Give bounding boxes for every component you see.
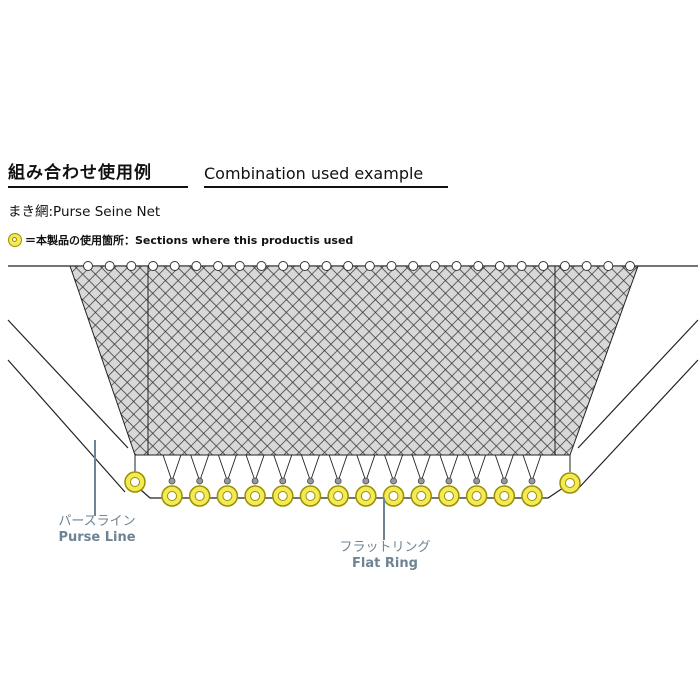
ring-hanger: [245, 454, 265, 483]
corner-ring-left: [124, 455, 146, 493]
hanger-knot: [279, 477, 287, 485]
flat-ring: [355, 485, 377, 507]
hanger-knot: [528, 477, 536, 485]
float: [83, 261, 93, 271]
ring-hanger: [301, 454, 320, 483]
ring-hanger: [328, 454, 348, 483]
flat-ring: [410, 485, 432, 507]
float: [148, 261, 159, 271]
right-outer-line: [574, 319, 699, 493]
float: [429, 261, 440, 271]
heading-jp: 組み合わせ使用例: [8, 158, 188, 188]
float: [321, 261, 332, 271]
ring-hangers: [162, 454, 542, 485]
float: [126, 261, 137, 271]
float: [343, 261, 354, 271]
flat-ring: [465, 485, 488, 507]
heading-en: Combination used example: [204, 164, 448, 188]
float: [104, 261, 115, 271]
floats: [83, 261, 635, 271]
hanger-knot: [168, 477, 176, 485]
flat-ring: [521, 485, 543, 507]
float: [278, 261, 289, 271]
ring-hanger: [217, 454, 237, 483]
float: [603, 261, 614, 271]
ring-hanger: [273, 454, 293, 483]
flat-rings: [161, 485, 543, 507]
float: [516, 261, 527, 271]
float: [473, 261, 484, 271]
ring-hanger: [411, 454, 431, 483]
ring-hanger: [356, 454, 376, 483]
flat-ring: [493, 485, 516, 507]
hanger-knot: [390, 477, 397, 485]
net-center-panel: [147, 265, 556, 456]
purse-line-label-en: Purse Line: [58, 530, 136, 546]
hanger-knot: [196, 477, 204, 485]
flat-ring: [299, 485, 322, 507]
float: [538, 261, 549, 271]
flat-ring: [272, 485, 294, 507]
flat-ring: [216, 485, 239, 507]
ring-hanger: [384, 454, 403, 483]
float: [625, 261, 635, 271]
float: [213, 261, 224, 271]
net-left-panel: [69, 265, 149, 456]
flat-ring: [188, 485, 211, 507]
ring-hanger: [467, 454, 487, 483]
flat-ring: [438, 485, 460, 507]
float: [234, 261, 245, 271]
flat-ring: [161, 485, 183, 507]
left-outer-line: [7, 319, 129, 493]
legend: ＝本製品の使用箇所：Sections where this productis …: [8, 232, 353, 248]
purse-line-callout: パースライン Purse Line: [42, 514, 152, 547]
heading: 組み合わせ使用例 Combination used example: [8, 158, 448, 188]
hanger-knot: [445, 477, 453, 485]
corner-ring-right: [559, 455, 581, 494]
float: [299, 261, 310, 271]
net-right-panel: [554, 265, 639, 456]
flat-ring-label-en: Flat Ring: [352, 556, 418, 572]
float: [408, 261, 419, 271]
flat-ring-label-jp: フラットリング: [339, 540, 431, 555]
ring-hanger: [522, 454, 542, 483]
ring-hanger: [494, 454, 514, 483]
flat-ring-callout: フラットリング Flat Ring: [320, 540, 450, 573]
legend-text: ＝本製品の使用箇所：Sections where this productis …: [25, 234, 354, 247]
ring-hanger: [439, 454, 459, 483]
float: [364, 261, 375, 271]
hanger-knot: [307, 477, 314, 485]
ring-hanger: [190, 454, 210, 483]
float: [559, 261, 570, 271]
float: [494, 261, 505, 271]
float: [256, 261, 267, 271]
hanger-knot: [334, 477, 342, 485]
hanger-knot: [362, 477, 370, 485]
hanger-knot: [251, 477, 259, 485]
flat-ring: [244, 485, 266, 507]
ring-icon: [8, 233, 22, 247]
float: [191, 261, 202, 271]
hanger-knot: [473, 477, 481, 485]
hanger-knot: [417, 477, 425, 485]
ring-hanger: [162, 454, 182, 483]
flat-ring: [382, 485, 405, 507]
float: [451, 261, 462, 271]
purse-line-label-jp: パースライン: [58, 514, 136, 529]
hanger-knot: [223, 477, 231, 485]
float: [581, 261, 592, 271]
float: [169, 261, 180, 271]
hanger-knot: [500, 477, 508, 485]
net: [69, 265, 639, 456]
subtitle: まき網:Purse Seine Net: [8, 204, 161, 220]
flat-ring: [327, 485, 349, 507]
float: [386, 261, 397, 271]
